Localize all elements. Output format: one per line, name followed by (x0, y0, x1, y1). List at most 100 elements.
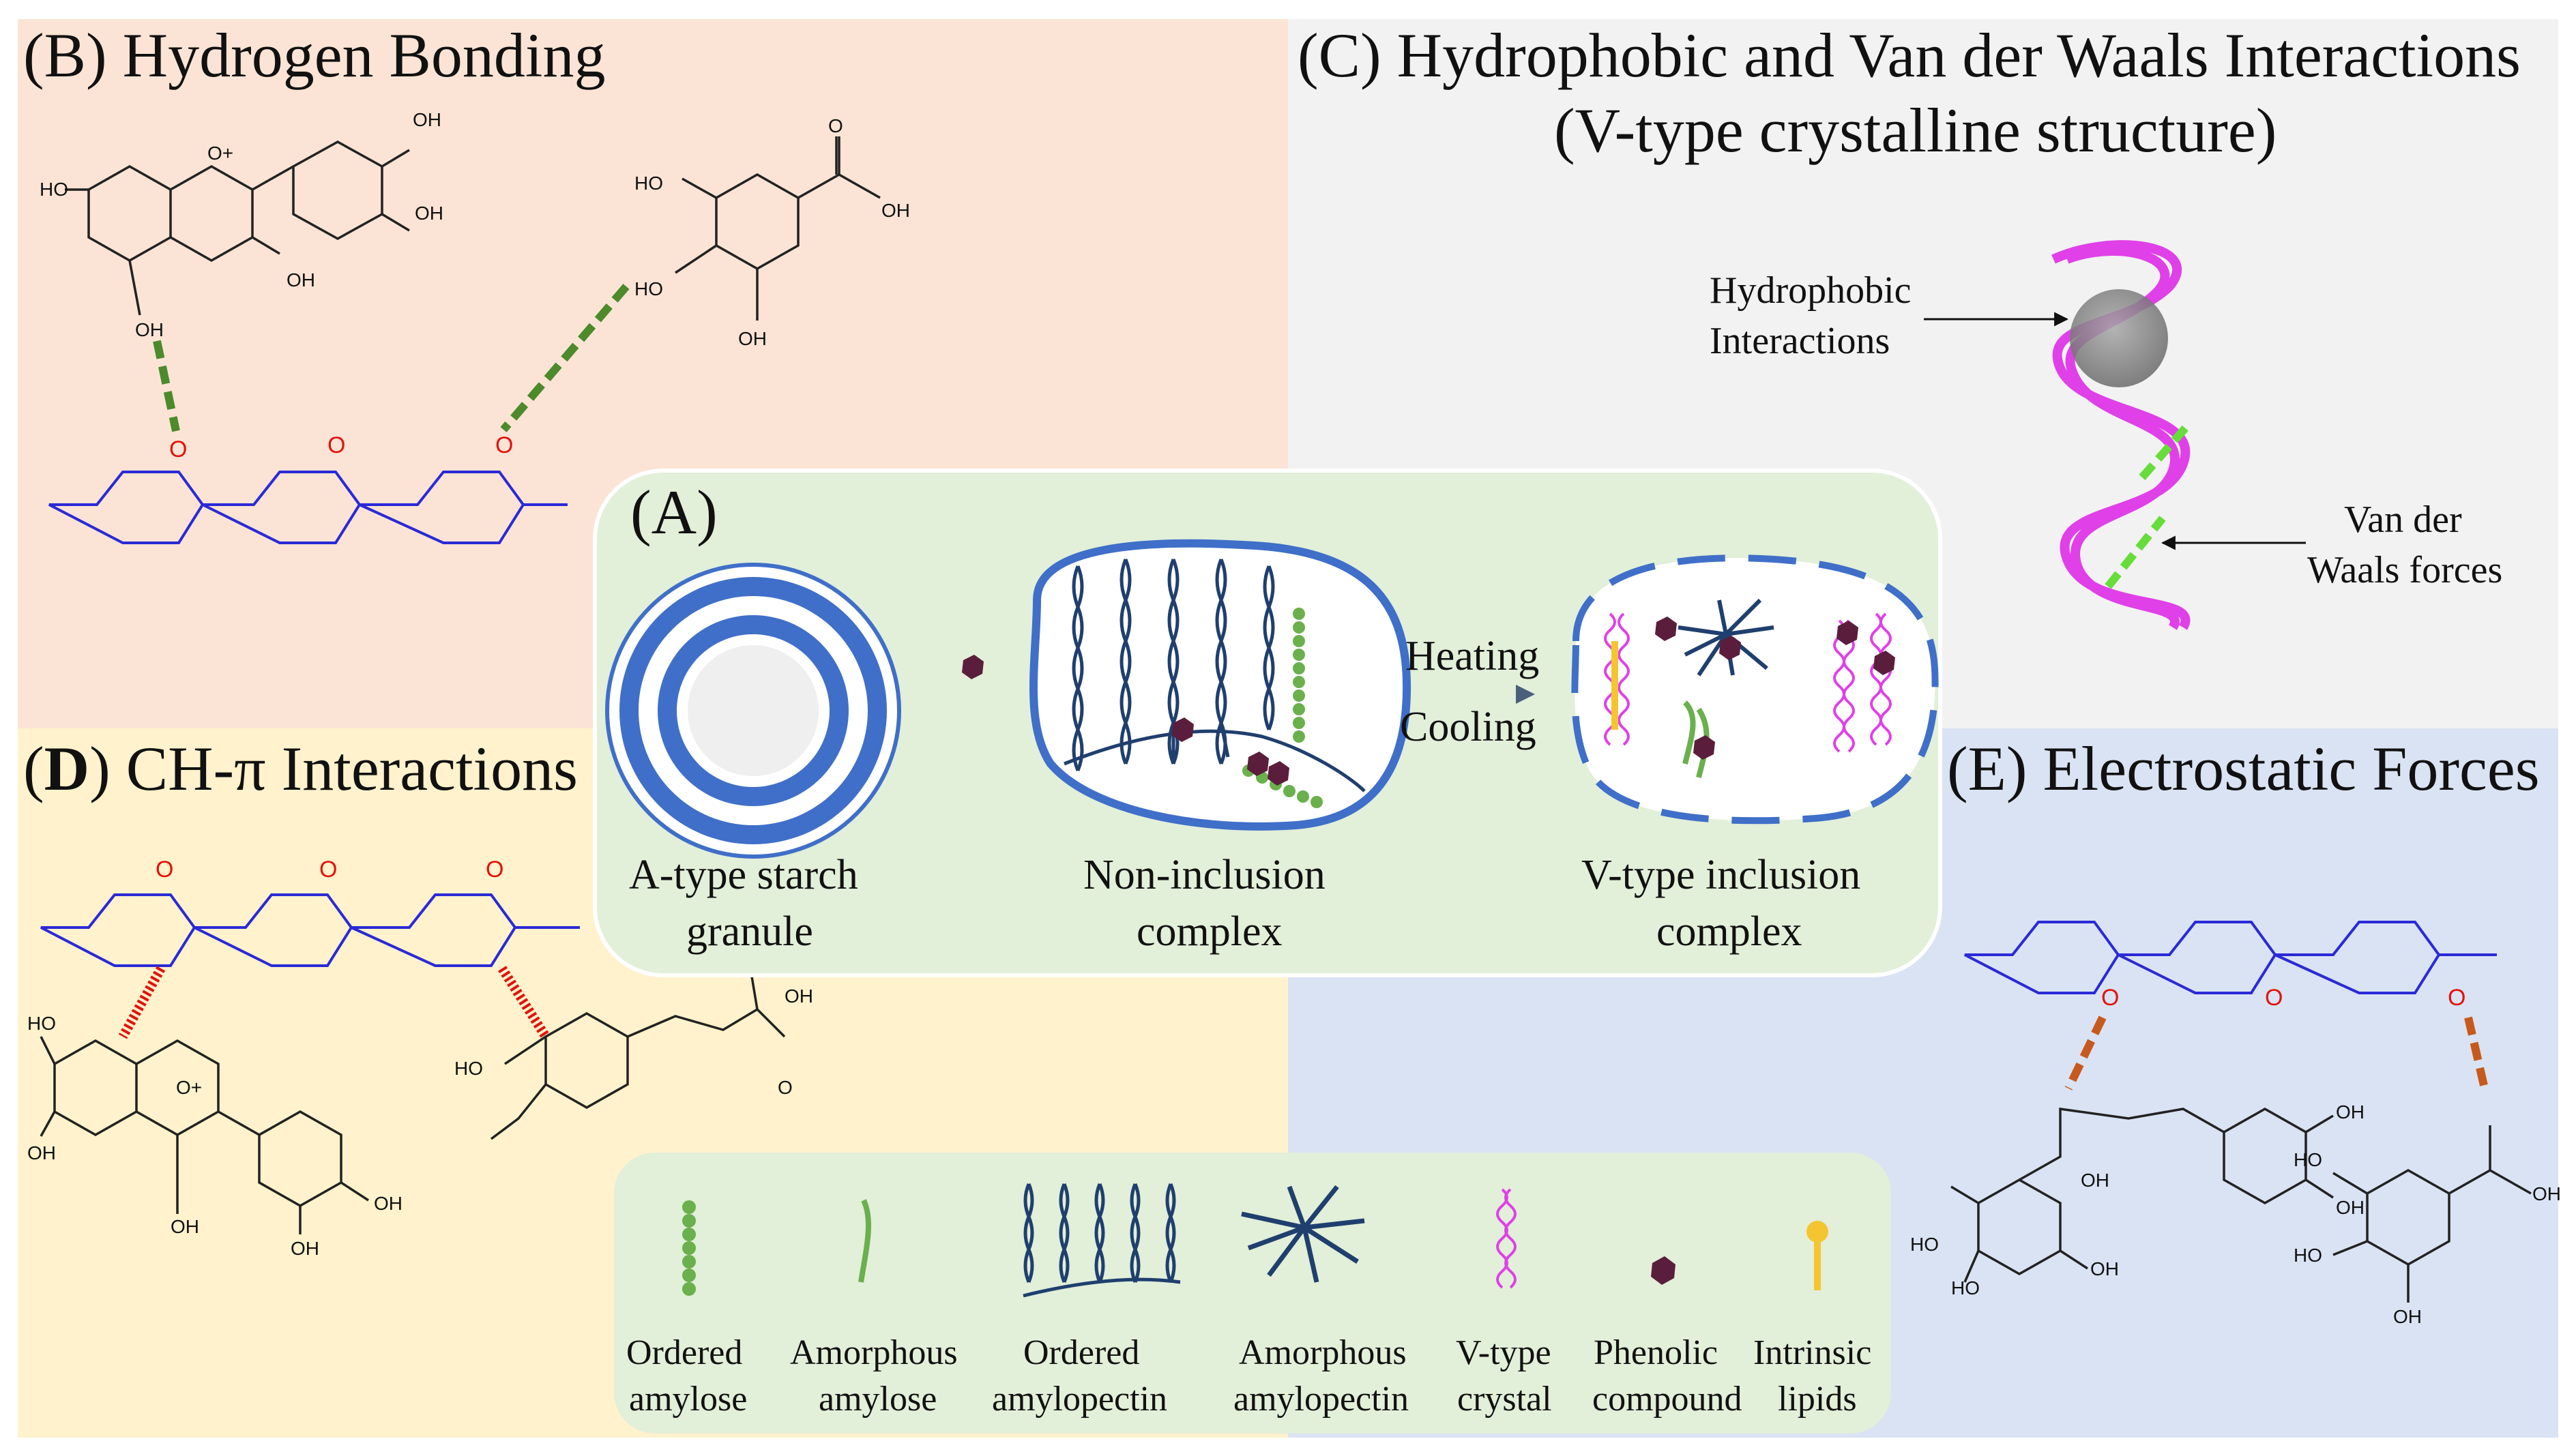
chlorogenic-acid-molecule (1950, 1107, 2334, 1283)
chem-label-oh: OH (785, 985, 813, 1007)
legend-amorphous-amylose-line1: Amorphous (790, 1333, 958, 1372)
legend-ordered-amylopectin-icon (1023, 1183, 1181, 1298)
chem-label-oh: OH (2336, 1197, 2365, 1218)
chem-label-oh: OH (27, 1142, 56, 1163)
legend-intrinsic-lipids-line1: Intrinsic (1753, 1333, 1871, 1372)
v-type-label-line2: complex (1656, 908, 1802, 955)
legend-v-type-crystal-line2: crystal (1457, 1380, 1552, 1419)
oxygen-label: O (319, 857, 337, 882)
oxygen-label: O (156, 857, 173, 882)
oxygen-label: O (2101, 985, 2119, 1011)
chem-label-oh: OH (135, 319, 164, 340)
glucose-chain-d (40, 893, 580, 967)
phenolic-compound-icon (962, 655, 984, 679)
cooling-label: Cooling (1400, 704, 1536, 750)
panel-b: (B) Hydrogen Bonding HO O+ OH OH OH OH O… (23, 20, 910, 544)
chem-label-oh: OH (413, 109, 441, 130)
chem-label-oh: OH (2532, 1183, 2561, 1204)
cyanidin-molecule (65, 140, 410, 316)
ch-pi-bond (118, 966, 166, 1039)
legend-ordered-amylose-icon (682, 1200, 696, 1296)
cyanidin-molecule-d (40, 1036, 369, 1234)
hydrophobic-label-line2: Interactions (1710, 320, 1890, 362)
a-type-label-line1: A-type starch (629, 852, 858, 898)
a-type-label-line2: granule (686, 908, 813, 955)
chem-label-oh: OH (2393, 1306, 2422, 1327)
legend-intrinsic-lipids-icon (1806, 1221, 1828, 1290)
hydrophobic-label-line1: Hydrophobic (1710, 269, 1912, 312)
oxygen-label: O (486, 857, 503, 882)
legend-amorphous-amylopectin-line1: Amorphous (1239, 1333, 1407, 1372)
glucose-chain-b (48, 471, 568, 544)
legend-ordered-amylose-line2: amylose (629, 1380, 747, 1419)
chem-label-ho: HO (1910, 1234, 1939, 1255)
chem-label-oh: OH (291, 1238, 319, 1259)
chem-label-ho: HO (2294, 1245, 2322, 1266)
panel-e: (E) Electrostatic Forces O O O OH OH OH … (1910, 734, 2561, 1327)
v-type-helix (2051, 240, 2191, 630)
oxygen-label: O (2265, 985, 2283, 1011)
non-inclusion-label-line2: complex (1137, 908, 1283, 955)
legend-amorphous-amylose-line2: amylose (819, 1380, 937, 1419)
vdw-dashes (2105, 420, 2193, 589)
electrostatic-bond (2064, 1015, 2107, 1090)
legend-background (614, 1153, 1891, 1434)
panel-d: (D) CH-π Interactions O O O HO OH O+ OH … (23, 734, 813, 1259)
a-type-starch-granule (605, 563, 901, 859)
legend-phenolic-compound-icon (1651, 1256, 1675, 1285)
chem-label-oh: OH (738, 328, 767, 349)
panel-d-title: (D) CH-π Interactions (23, 734, 578, 803)
heating-label: Heating (1405, 633, 1539, 679)
vdw-label-line2: Waals forces (2307, 549, 2502, 591)
ch-pi-bond (498, 966, 550, 1039)
heating-cooling-arrowhead (1516, 685, 1535, 704)
panel-b-title: (B) Hydrogen Bonding (23, 20, 605, 90)
chem-label-o: O (828, 115, 843, 136)
legend-intrinsic-lipids-line2: lipids (1778, 1380, 1857, 1419)
hydrogen-bond-line (153, 340, 180, 432)
v-type-inclusion-complex (1571, 554, 1939, 825)
chem-label-oh: OH (415, 203, 443, 224)
non-inclusion-complex (1029, 539, 1411, 831)
panel-a: (A) A-type starch granule (593, 469, 1942, 977)
legend-v-type-crystal-icon (1496, 1188, 1517, 1289)
legend-ordered-amylopectin-line1: Ordered (1023, 1333, 1139, 1372)
vdw-label-line1: Van der (2344, 499, 2462, 541)
legend-phenolic-compound-line1: Phenolic (1594, 1333, 1718, 1372)
gallic-acid-molecule (675, 136, 881, 321)
chem-label-o: O (778, 1077, 793, 1098)
hydrogen-bond-line (500, 284, 630, 432)
legend-ordered-amylopectin-line2: amylopectin (992, 1380, 1167, 1419)
chem-label-ho: HO (27, 1013, 56, 1034)
legend-ordered-amylose-line1: Ordered (626, 1333, 742, 1372)
legend-amorphous-amylopectin-line2: amylopectin (1233, 1380, 1409, 1419)
glucose-chain-e (1964, 921, 2497, 994)
chem-label-ho: HO (40, 179, 68, 200)
legend-amorphous-amylose-icon (858, 1199, 871, 1283)
chem-label-oh: OH (287, 269, 315, 291)
chem-label-oh: OH (2081, 1170, 2109, 1191)
oxygen-label: O (495, 432, 513, 458)
panel-c-title-line1: (C) Hydrophobic and Van der Waals Intera… (1298, 20, 2521, 90)
chem-label-ho: HO (634, 173, 663, 194)
panel-c-title-line2: (V-type crystalline structure) (1554, 95, 2277, 165)
chem-label-ho: HO (2294, 1149, 2322, 1170)
legend-amorphous-amylopectin-icon (1241, 1185, 1365, 1283)
oxygen-label: O (327, 432, 345, 458)
v-type-label-line1: V-type inclusion (1581, 852, 1860, 898)
oxygen-label: O (2448, 985, 2465, 1011)
oxygen-label: O (169, 436, 187, 462)
non-inclusion-label-line1: Non-inclusion (1083, 852, 1326, 898)
chem-label-oh: OH (374, 1193, 402, 1214)
chem-label-o-plus: O+ (176, 1077, 202, 1098)
legend-phenolic-compound-line2: compound (1592, 1380, 1742, 1419)
chem-label-oh: OH (881, 200, 910, 221)
panel-a-title: (A) (630, 477, 718, 547)
panel-c: (C) Hydrophobic and Van der Waals Intera… (1298, 20, 2521, 630)
electrostatic-bond (2464, 1016, 2489, 1090)
chem-label-oh: OH (2090, 1258, 2119, 1279)
chem-label-ho: HO (454, 1058, 483, 1079)
ferulic-acid-molecule (490, 968, 786, 1140)
chem-label-oh: OH (171, 1216, 199, 1237)
hydrophobic-core (2070, 289, 2168, 387)
